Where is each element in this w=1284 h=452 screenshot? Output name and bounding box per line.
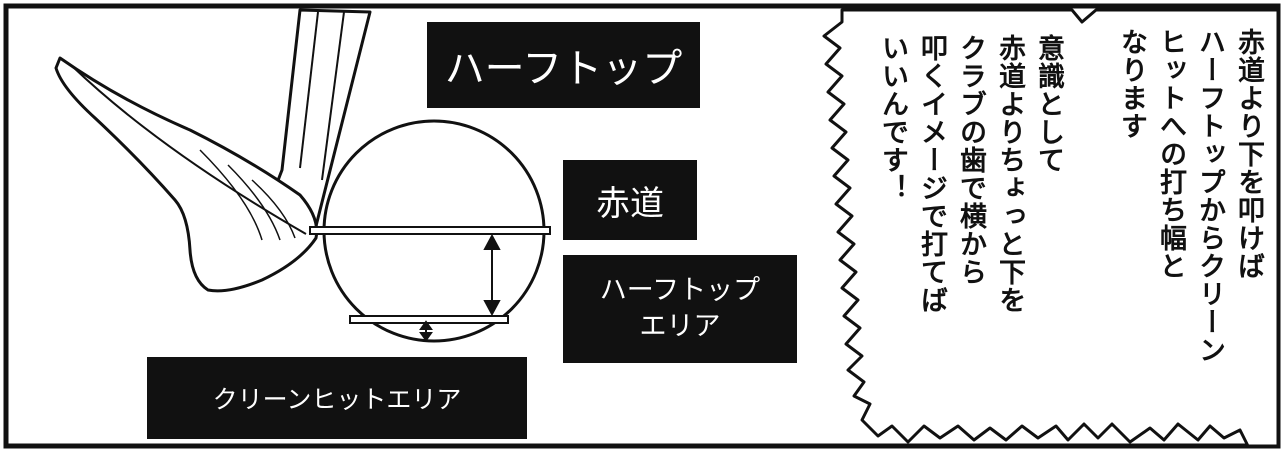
clean-hit-area-label: クリーンヒットエリア [147,357,527,439]
equator-line [309,226,551,235]
clean-hit-area-label-text: クリーンヒットエリア [212,385,462,414]
half-top-label: ハーフトップ [427,22,700,108]
golf-club-icon [54,8,372,293]
half-top-area-label-text: ハーフトップ エリア [599,274,761,342]
half-top-label-text: ハーフトップ [444,46,683,92]
speech-text-right: 赤道より下を叩けば ハーフトップからクリーン ヒットへの打ち幅と なります [1116,28,1264,364]
half-top-area-label: ハーフトップ エリア [563,255,797,363]
equator-label: 赤道 [563,160,697,240]
lower-line [349,315,509,324]
equator-label-text: 赤道 [596,183,664,224]
speech-text-left: 意識として 赤道よりちょっと下を クラブの歯で横から 叩くイメージで打てば いい… [877,34,1064,314]
speech-bubble-outline [822,8,1280,448]
half-top-arrow-icon [483,233,501,317]
clean-hit-arrow-icon [419,320,433,342]
